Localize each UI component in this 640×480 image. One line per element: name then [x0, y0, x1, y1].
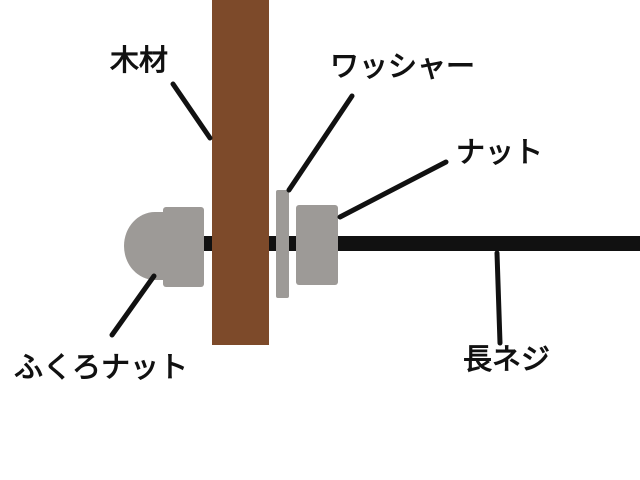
cap-nut-leader-line	[109, 273, 157, 338]
wood-leader-line	[170, 81, 213, 141]
washer-label: ワッシャー	[330, 49, 476, 83]
nut-leader-line	[337, 159, 449, 220]
cap-nut-dome	[124, 212, 168, 280]
washer	[276, 190, 289, 298]
cap-nut-body	[163, 207, 204, 287]
washer-leader-line	[286, 93, 355, 193]
nut	[296, 205, 338, 285]
wood-plank	[212, 0, 269, 345]
nut-label: ナット	[456, 135, 544, 169]
cap-nut-label: ふくろナット	[14, 350, 189, 384]
wood-label: 木材	[110, 43, 169, 77]
long-screw-label: 長ネジ	[463, 342, 551, 376]
long-screw-leader-line	[494, 250, 503, 346]
